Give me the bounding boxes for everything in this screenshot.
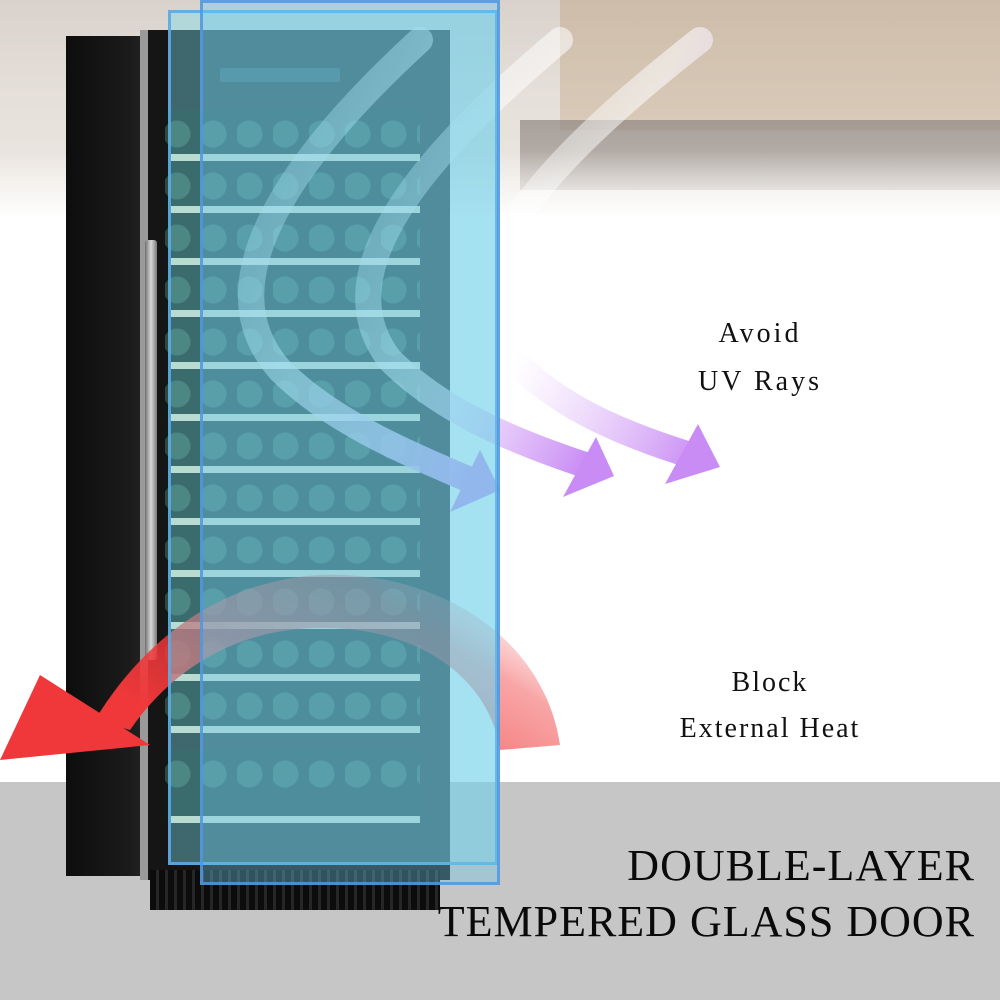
wine-shelf — [165, 526, 420, 577]
shelf-rail — [171, 466, 420, 473]
headline-line2: TEMPERED GLASS DOOR — [437, 897, 975, 946]
shelf-rail — [171, 674, 420, 681]
heat-arrow-head — [0, 675, 150, 760]
shelf-rail — [171, 518, 420, 525]
uv-rays-caption: Avoid UV Rays — [660, 310, 860, 406]
uv-arrow-2-head — [563, 437, 614, 497]
wine-shelf — [165, 682, 420, 733]
shelf-rail — [171, 310, 420, 317]
heat-caption-line1: Block — [731, 667, 809, 698]
heat-arrow — [95, 574, 560, 750]
external-heat-caption: Block External Heat — [640, 660, 900, 752]
uv-caption-line2: UV Rays — [698, 366, 822, 397]
wine-shelf — [165, 474, 420, 525]
wine-shelf — [165, 750, 420, 823]
wine-shelf — [165, 110, 420, 161]
shelf-rail — [171, 362, 420, 369]
heat-caption-line2: External Heat — [679, 713, 861, 744]
shelf-rail — [171, 206, 420, 213]
uv-arrow-2 — [355, 27, 598, 478]
uv-arrow-3-head — [665, 424, 720, 484]
glass-layer-outer — [168, 10, 498, 865]
headline-line1: DOUBLE-LAYER — [627, 841, 975, 890]
shelf-rail — [171, 726, 420, 733]
uv-arrow-1-head — [450, 450, 500, 512]
fridge-vent-base — [150, 870, 440, 910]
glass-layer-inner — [200, 0, 500, 885]
uv-caption-line1: Avoid — [718, 318, 802, 349]
shelf-rail — [171, 258, 420, 265]
shelf-rail — [171, 570, 420, 577]
door-handle — [145, 240, 157, 660]
shelf-rail — [171, 816, 420, 823]
uv-arrow-3 — [474, 27, 713, 468]
control-display — [220, 68, 340, 82]
shelf-rail — [171, 414, 420, 421]
uv-arrow-1 — [238, 27, 483, 493]
headline: DOUBLE-LAYER TEMPERED GLASS DOOR — [395, 838, 975, 950]
